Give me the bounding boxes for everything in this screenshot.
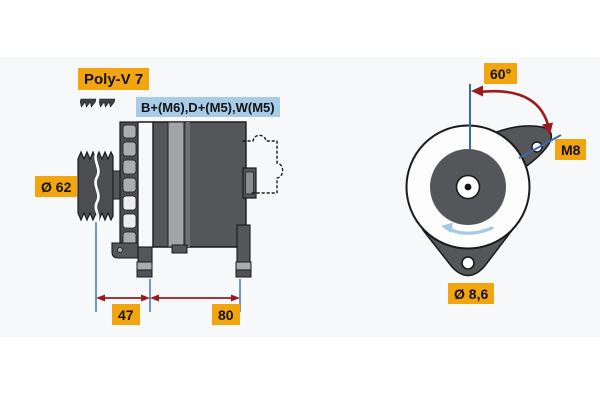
terminals-label: B+(M6),D+(M5),W(M5) xyxy=(136,97,280,117)
dimension-47-label: 47 xyxy=(112,304,140,325)
stator-band xyxy=(167,121,185,248)
mount-hole-diameter-label: Ø 8,6 xyxy=(448,283,495,304)
pulley-type-label: Poly-V 7 xyxy=(78,68,150,90)
pulley xyxy=(77,149,114,224)
lug-axis-line xyxy=(518,134,562,159)
dimension-arrow-80 xyxy=(150,294,240,302)
mount-angle-label: 60° xyxy=(484,63,518,84)
connector-dashed-outline xyxy=(242,134,284,194)
front-view xyxy=(405,84,562,277)
rotation-arrow xyxy=(441,222,494,235)
thread-size-label: M8 xyxy=(555,139,587,160)
dimension-extension-lines xyxy=(95,222,241,312)
terminal-block xyxy=(242,167,257,199)
dimension-80-label: 80 xyxy=(212,304,240,325)
break-line xyxy=(94,149,100,224)
front-vent-column xyxy=(119,121,139,257)
angle-arc-arrow xyxy=(471,85,553,135)
belt-profile-icon xyxy=(98,98,116,108)
dimension-arrow-47 xyxy=(96,294,150,302)
side-view xyxy=(77,98,284,312)
front-mounting-foot xyxy=(136,246,153,278)
mount-hole xyxy=(461,256,475,270)
shaft-center xyxy=(464,183,472,191)
top-mounting-lug xyxy=(492,125,553,172)
belt-profile-icon xyxy=(79,98,97,108)
rear-mounting-foot xyxy=(235,224,252,278)
pulley-diameter-label: Ø 62 xyxy=(35,176,78,197)
